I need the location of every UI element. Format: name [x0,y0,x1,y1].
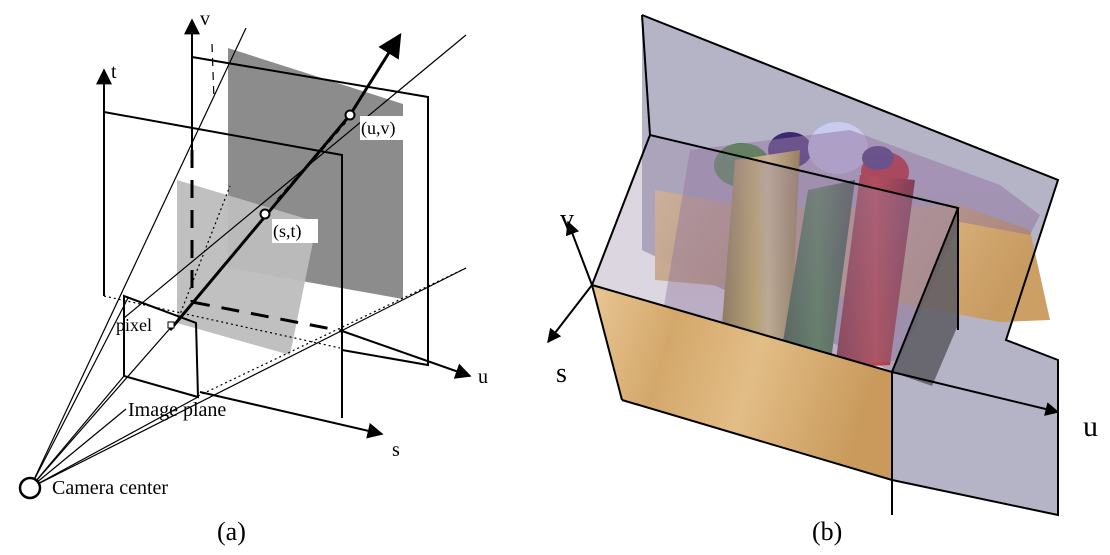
image-plane [123,294,200,399]
view-ray-upper [29,27,247,489]
uv-plane-frame [191,56,429,367]
st-point [259,208,271,220]
cone-line-4 [29,324,174,489]
pixel-ray [168,114,352,331]
axis-t-label: t [111,61,117,83]
pixel-ray-extension [348,32,402,116]
s-axis-b [547,284,593,344]
box-edge-front-bottom [621,399,893,481]
point-st-label: (s,t) [273,221,302,242]
background-plane-left-edge [641,14,651,136]
dashed-ray [211,43,215,101]
v-axis-b [565,220,593,286]
uv-point [344,109,356,121]
dotted-ray-3 [176,185,231,323]
veil-surface [660,130,1040,372]
axis-s-label-b: s [556,358,567,389]
axis-s-label: s [392,439,400,461]
u-axis-b [891,371,1060,416]
pixel-label: pixel [116,315,152,335]
caption-b: (b) [812,517,842,546]
pixel-square [167,321,175,329]
view-ray-lower [29,267,467,489]
point-uv-label: (u,v) [361,118,396,139]
background-lower-plane [892,372,1058,515]
camera-center-icon [18,476,42,500]
box-edge-front-left [591,284,623,401]
dotted-ray-1 [103,295,341,349]
cone-line-1 [29,297,129,489]
image-plane-leader [29,408,127,489]
box-top-veil [592,135,958,372]
caption-a: (a) [217,517,246,546]
axis-v-label-b: v [560,204,574,235]
s-axis [199,391,384,439]
view-ray-right [123,34,467,319]
background-plane-edge [641,14,1060,517]
u-axis [341,330,472,379]
axis-u-label-b: u [1083,410,1098,443]
box-front-face [592,285,892,480]
uv-frame-hidden-bottom [191,300,343,333]
axis-v-label: v [200,8,210,30]
axis-u-label: u [478,366,488,388]
panel-a: t v u s (u,v) (s,t) pixel Image plane Ca… [18,8,488,546]
panel-b: v s u (b) [547,14,1098,546]
cone-line-3 [29,396,199,489]
camera-center-label: Camera center [52,477,168,499]
image-plane-label: Image plane [128,399,226,421]
